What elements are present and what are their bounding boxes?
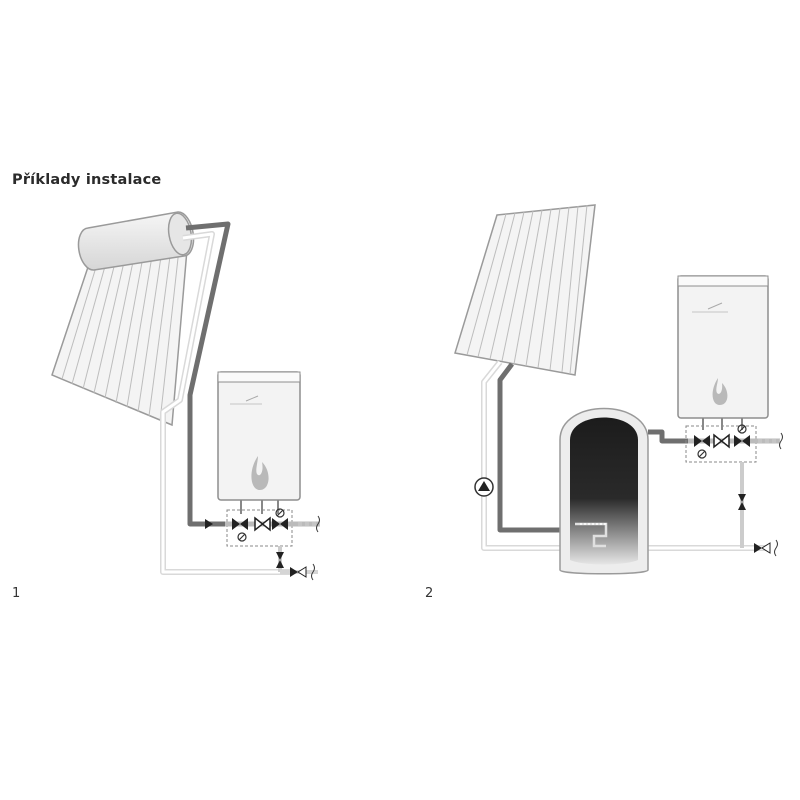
valve-icon — [694, 435, 710, 447]
valve-icon — [713, 433, 730, 449]
valve-group — [685, 425, 757, 463]
figure-1 — [51, 211, 320, 581]
valve-icon — [734, 435, 750, 447]
valve-icon — [254, 516, 271, 532]
valve-icon — [232, 518, 248, 530]
flame-icon — [251, 456, 269, 490]
page-title: Příklady instalace — [12, 172, 162, 188]
boiler-icon — [677, 275, 769, 430]
boiler-icon — [217, 371, 301, 514]
valve-group — [226, 509, 293, 547]
flame-icon — [712, 378, 728, 405]
solar-collector-icon — [454, 204, 596, 376]
figure-1-number: 1 — [12, 586, 21, 601]
figure-2-number: 2 — [425, 586, 434, 601]
valve-icon — [272, 518, 288, 530]
tank-icon — [559, 407, 649, 575]
valve-icon — [205, 519, 213, 529]
pump-icon — [474, 477, 494, 497]
solar-collector-icon — [51, 211, 195, 427]
figure-2 — [454, 204, 783, 575]
